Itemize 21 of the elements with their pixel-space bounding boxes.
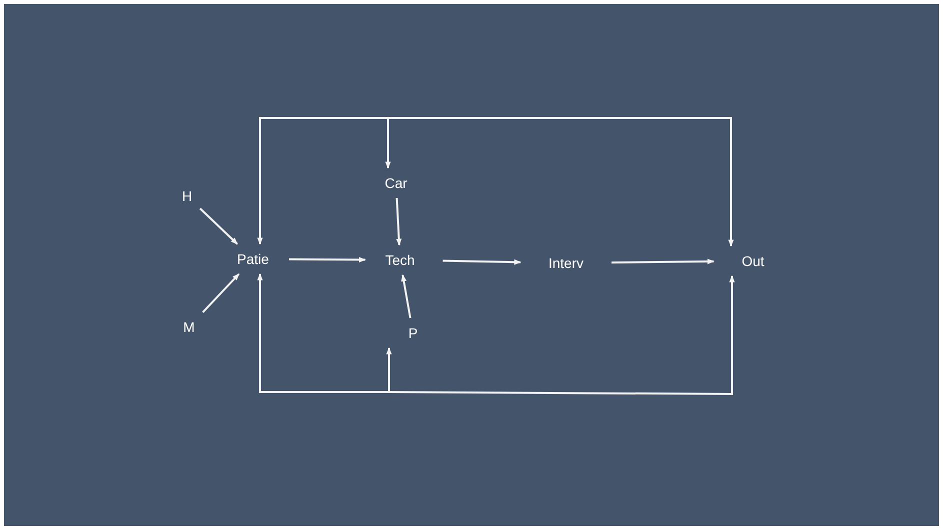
node-label: P bbox=[406, 324, 420, 342]
node-label: Interv bbox=[546, 254, 586, 272]
node-label: Tech bbox=[383, 251, 417, 269]
arrow bbox=[396, 198, 402, 246]
arrow bbox=[202, 273, 240, 313]
node-label: Car bbox=[382, 174, 410, 192]
node-label: Patie bbox=[235, 250, 271, 268]
arrow bbox=[389, 275, 735, 395]
arrow bbox=[257, 117, 388, 245]
arrow bbox=[401, 274, 412, 318]
arrow bbox=[289, 256, 366, 263]
arrow bbox=[199, 208, 238, 245]
arrow bbox=[611, 258, 714, 264]
arrow bbox=[386, 347, 392, 392]
arrow bbox=[257, 273, 389, 393]
arrow bbox=[385, 118, 391, 169]
node-label: Out bbox=[740, 252, 766, 270]
arrow bbox=[388, 117, 734, 247]
node-label: M bbox=[181, 318, 197, 336]
node-label: H bbox=[180, 187, 194, 205]
arrow bbox=[442, 259, 522, 265]
